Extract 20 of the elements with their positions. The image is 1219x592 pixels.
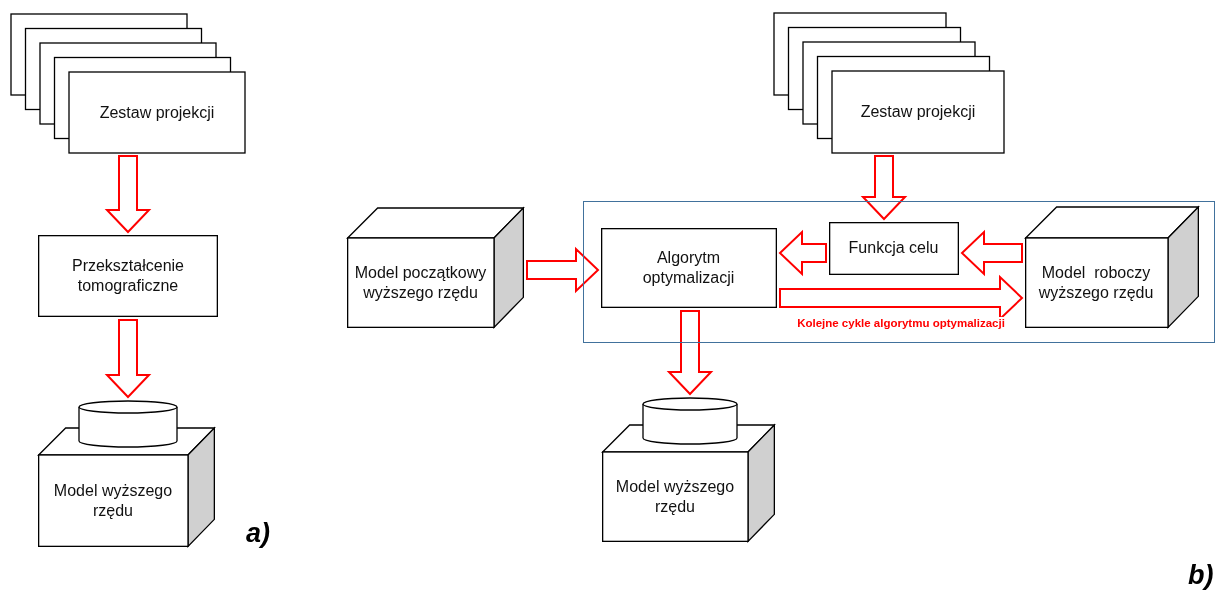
group-frame [583, 201, 1215, 343]
block-arrow [960, 229, 1023, 277]
node-label: Model wyższego rzędu [53, 481, 173, 521]
node-label: Model roboczy wyższego rzędu [1037, 262, 1155, 303]
block-arrow [860, 155, 908, 221]
panel-label: a) [246, 518, 270, 549]
block-arrow [104, 319, 152, 399]
node-label: Model początkowy wyższego rzędu [353, 263, 488, 303]
node-label: Model wyższego rzędu [615, 477, 735, 517]
edge-label: Kolejne cykle algorytmu optymalizacji [795, 317, 1007, 329]
node-label: Algorytm optymalizacji [641, 247, 736, 288]
node-label: Przekształcenie tomograficzne [70, 256, 185, 296]
block-arrow [778, 229, 827, 277]
block-arrow [526, 246, 600, 294]
block-arrow [666, 310, 714, 396]
node-label: Zestaw projekcji [99, 102, 215, 123]
block-arrow [104, 155, 152, 234]
node-label: Zestaw projekcji [860, 102, 976, 122]
panel-label: b) [1188, 560, 1214, 591]
node-label: Funkcja celu [848, 238, 939, 258]
